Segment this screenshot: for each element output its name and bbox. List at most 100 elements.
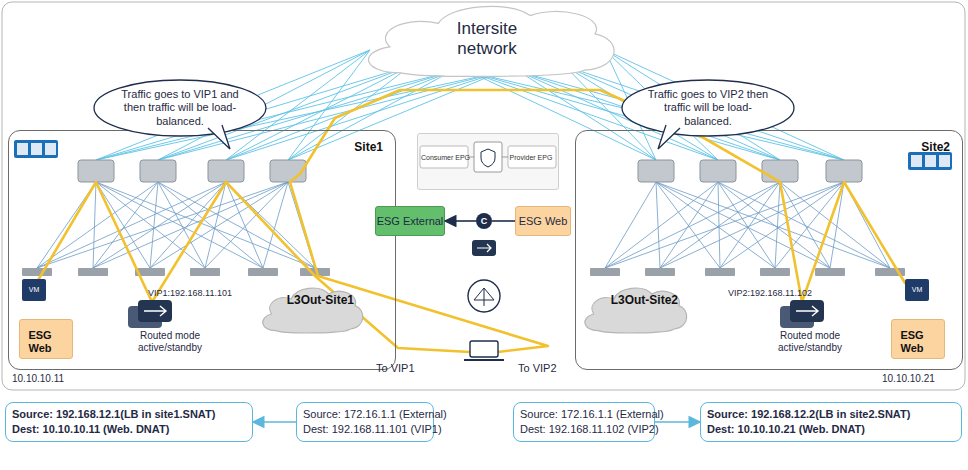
node-text: Dest: 10.10.10.21 (Web. DNAT) <box>707 422 955 437</box>
load-balancer-arrow <box>477 244 491 252</box>
site-box: Site2L3Out-Site2ESG Web <box>575 130 963 370</box>
leaf-switches <box>22 268 905 276</box>
apic-server <box>17 143 28 155</box>
node-text: Traffic goes to VIP2 then traffic will b… <box>642 88 774 128</box>
firewall-box <box>474 142 502 172</box>
apic-server <box>939 155 950 167</box>
text-holder: L3Out-Site1 <box>256 284 366 334</box>
fabric-links <box>37 182 890 268</box>
site-box: Site1ESG WebL3Out-Site1 <box>8 130 396 370</box>
node-text: Source: 172.16.1.1 (External) <box>520 407 648 422</box>
node-text: ESG External <box>377 215 444 228</box>
node-text: Site1 <box>354 140 383 154</box>
packet-box: Source: 172.16.1.1 (External)Dest: 192.1… <box>513 402 655 442</box>
node-text: Source: 192.168.12.1(LB in site1.SNAT) <box>12 407 246 422</box>
callout-bubble: Traffic goes to VIP2 then traffic will b… <box>620 78 796 150</box>
vip-address: VIP2:192.168.11.102 <box>728 288 838 298</box>
load-balancer-arrow <box>796 306 818 316</box>
text-holder: Traffic goes to VIP1 and then traffic wi… <box>92 78 268 138</box>
spine-switch <box>826 160 862 182</box>
load-balancer-arrow <box>144 306 166 316</box>
connector-arrow <box>253 421 296 423</box>
apic-server <box>911 155 922 167</box>
service-graph-panel <box>417 133 559 190</box>
packet-box: Source: 192.168.12.2(LB in site2.SNAT)De… <box>700 402 962 442</box>
esg-box: ESG Web <box>515 206 571 236</box>
spine-switch <box>208 160 244 182</box>
spine-switch <box>700 160 736 182</box>
l3out-cloud: L3Out-Site2 <box>578 284 690 334</box>
node-text: Source: 192.168.12.2(LB in site2.SNAT) <box>707 407 955 422</box>
apic-server <box>45 143 56 155</box>
node-text: L3Out-Site2 <box>611 293 678 307</box>
vm-icon <box>905 279 929 301</box>
node-text: Site2 <box>921 140 950 154</box>
esg-box: ESG External <box>375 206 445 236</box>
laptop-base <box>464 359 504 361</box>
leaf-switch <box>22 268 52 276</box>
vm-label: VM <box>22 286 46 294</box>
device-note: Routed mode active/standby <box>764 330 856 353</box>
leaf-switch <box>705 268 735 276</box>
node-text: L3Out-Site1 <box>287 293 354 307</box>
node-text: C <box>481 216 488 226</box>
laptop-screen <box>470 341 498 357</box>
fabric-icon <box>468 280 500 312</box>
node-text: Source: 172.16.1.1 (External) <box>303 407 427 422</box>
leaf-switch <box>78 268 108 276</box>
flow-label: To VIP2 <box>518 362 578 375</box>
ip-address: 10.10.10.21 <box>882 373 968 385</box>
leaf-switch <box>248 268 278 276</box>
leaf-switch <box>590 268 620 276</box>
apic-server <box>31 143 42 155</box>
spine-switch <box>638 160 674 182</box>
laptop-icon <box>464 341 504 360</box>
vm-label: VM <box>905 286 929 294</box>
traffic-path-vip1 <box>37 182 470 352</box>
node-text: Dest: 192.168.11.102 (VIP2) <box>520 422 648 437</box>
service-graph-box: Consumer EPG Provider EPG <box>417 133 559 190</box>
load-balancer-pair <box>128 300 824 328</box>
service-graph-link <box>468 157 508 158</box>
apic-icon <box>14 140 58 158</box>
packet-box: Source: 172.16.1.1 (External)Dest: 192.1… <box>296 402 434 442</box>
vm-icon <box>22 279 46 301</box>
fabric-symbol <box>474 288 494 306</box>
connector-arrow <box>492 220 515 222</box>
text-holder: Intersite network <box>352 0 622 78</box>
leaf-switch <box>645 268 675 276</box>
network-cloud: Intersite network <box>352 0 622 78</box>
node-outline <box>578 284 690 334</box>
leaf-switch <box>760 268 790 276</box>
contract-circle: C <box>476 213 492 229</box>
load-balancer-active <box>790 300 824 322</box>
l3out-cloud: L3Out-Site1 <box>256 284 366 334</box>
node-text: ESG Web <box>892 329 932 354</box>
packet-box: Source: 192.168.12.1(LB in site1.SNAT)De… <box>5 402 253 442</box>
firewall-symbol <box>481 149 495 167</box>
connector-arrow <box>445 220 476 222</box>
outer-frame <box>2 2 965 390</box>
esg-box: ESG Web <box>891 319 945 359</box>
ip-address: 10.10.10.11 <box>12 373 102 385</box>
apic-server <box>925 155 936 167</box>
vip-address: VIP1:192.168.11.101 <box>148 288 254 298</box>
node-text: Consumer EPG <box>421 154 469 161</box>
load-balancer-icon <box>472 240 496 256</box>
spine-switch <box>140 160 176 182</box>
node-text: Traffic goes to VIP1 and then traffic wi… <box>114 88 246 128</box>
apic-icon <box>908 152 952 170</box>
spine-switch <box>762 160 798 182</box>
node-text: Intersite network <box>439 19 535 58</box>
flow-label: To VIP1 <box>376 362 436 375</box>
device-note: Routed mode active/standby <box>124 330 216 353</box>
connector-arrow <box>655 421 700 423</box>
node-text: Provider EPG <box>507 154 555 161</box>
text-holder: Traffic goes to VIP2 then traffic will b… <box>620 78 796 138</box>
spine-switch <box>78 160 114 182</box>
text-holder: L3Out-Site2 <box>578 284 690 334</box>
leaf-switch <box>190 268 220 276</box>
node-text: Dest: 192.168.11.101 (VIP1) <box>303 422 427 437</box>
node-outline <box>256 284 366 334</box>
